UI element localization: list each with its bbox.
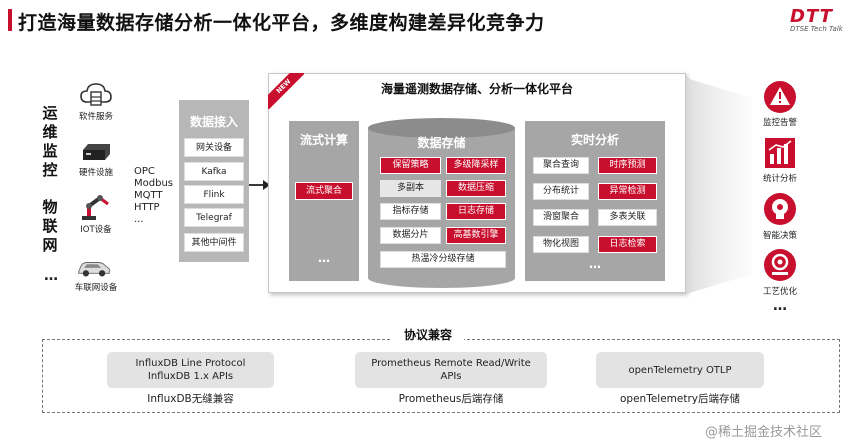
compat-title: 协议兼容 xyxy=(392,326,465,343)
stream-title: 流式计算 xyxy=(299,133,348,147)
vertical-label-ops: 运维监控 xyxy=(40,104,60,180)
cloud-server-icon xyxy=(80,83,112,106)
title-accent-bar xyxy=(8,9,12,31)
analysis-sliding-window: 滑窗聚合 xyxy=(533,209,589,226)
platform-title: 海量遥测数据存储、分析一体化平台 xyxy=(380,82,573,96)
analysis-materialized-view: 物化视图 xyxy=(533,236,589,253)
brain-decision-icon xyxy=(764,193,796,225)
connected-car-icon xyxy=(78,262,110,277)
access-to-platform-arrow xyxy=(249,180,270,190)
page-title: 打造海量数据存储分析一体化平台，多维度构建差异化竞争力 xyxy=(18,12,545,34)
source-label-software: 软件服务 xyxy=(78,112,113,122)
protocol-list: OPC Modbus MQTT HTTP ... xyxy=(134,166,173,226)
access-item-middleware: 其他中间件 xyxy=(184,233,244,252)
protocol-mqtt: MQTT xyxy=(134,190,163,201)
statistics-chart-icon xyxy=(765,138,795,168)
analysis-forecast: 时序预测 xyxy=(598,157,657,174)
compat-prometheus-line1: Prometheus Remote Read/Write xyxy=(371,358,531,369)
compat-box-influxdb: InfluxDB Line Protocol InfluxDB 1.x APIs xyxy=(107,352,274,388)
analysis-agg-query: 聚合查询 xyxy=(533,157,589,174)
vertical-label-iot-text: 物联网 xyxy=(42,198,58,254)
compat-prometheus-line2: APIs xyxy=(440,371,462,382)
watermark: @稀土掘金技术社区 xyxy=(705,425,823,440)
storage-compression: 数据压缩 xyxy=(446,180,506,197)
source-label-hardware: 硬件设施 xyxy=(78,168,113,178)
hardware-device-icon xyxy=(83,144,110,160)
stream-panel: 流式计算 流式聚合 … xyxy=(289,121,359,281)
protocol-more: ... xyxy=(134,214,144,225)
access-item-gateway: 网关设备 xyxy=(184,138,244,157)
source-label-iot: IOT设备 xyxy=(80,225,112,235)
storage-log: 日志存储 xyxy=(446,203,506,220)
process-optimization-icon xyxy=(764,249,796,281)
analysis-title: 实时分析 xyxy=(570,133,619,147)
storage-title: 数据存储 xyxy=(417,136,466,150)
right-label-statistics: 统计分析 xyxy=(762,174,797,184)
analysis-anomaly: 异常检测 xyxy=(598,183,657,200)
compat-box-opentelemetry: openTelemetry OTLP xyxy=(596,352,764,388)
storage-metric: 指标存储 xyxy=(380,203,441,220)
right-label-decision: 智能决策 xyxy=(762,231,797,241)
right-label-optimization: 工艺优化 xyxy=(762,287,797,297)
storage-downsampling: 多级降采样 xyxy=(446,157,506,174)
logo-sub-text: DTSE Tech Talk xyxy=(790,25,843,33)
vertical-label-iot: 物联网 xyxy=(40,198,60,255)
access-item-telegraf: Telegraf xyxy=(184,208,244,227)
right-label-alert: 监控告警 xyxy=(762,118,797,128)
analysis-join: 多表关联 xyxy=(598,209,657,226)
analysis-dots: … xyxy=(589,257,601,271)
robot-arm-icon xyxy=(82,195,109,220)
storage-sharding: 数据分片 xyxy=(380,227,441,244)
output-beam xyxy=(686,78,752,294)
storage-tiered: 热温冷分级存储 xyxy=(380,251,506,268)
protocol-modbus: Modbus xyxy=(134,178,173,189)
storage-retention: 保留策略 xyxy=(380,157,441,174)
source-label-vehicle: 车联网设备 xyxy=(74,283,118,293)
compat-caption-opentelemetry: openTelemetry后端存储 xyxy=(619,393,740,405)
analysis-log-search: 日志检索 xyxy=(598,236,657,253)
data-access-title: 数据接入 xyxy=(189,115,238,129)
compat-opentelemetry-line1: openTelemetry OTLP xyxy=(628,364,732,376)
analysis-distribution: 分布统计 xyxy=(533,183,589,200)
compat-influxdb-line2: InfluxDB 1.x APIs xyxy=(147,371,234,382)
company-logo: DTT DTSE Tech Talk xyxy=(790,6,856,36)
stream-dots: … xyxy=(318,251,330,265)
protocol-opc: OPC xyxy=(134,166,155,177)
left-ellipsis: … xyxy=(44,268,58,284)
analysis-panel: 实时分析 聚合查询 分布统计 滑窗聚合 物化视图 时序预测 异常检测 多表关联 … xyxy=(525,121,665,281)
logo-main-text: DTT xyxy=(790,6,833,27)
storage-high-cardinality: 高基数引擎 xyxy=(446,227,506,244)
compat-influxdb-line1: InfluxDB Line Protocol xyxy=(135,358,246,369)
protocol-http: HTTP xyxy=(134,202,160,213)
vertical-label-ops-text: 运维监控 xyxy=(42,104,58,179)
access-item-flink: Flink xyxy=(184,185,244,204)
right-dots: … xyxy=(773,298,787,314)
stream-item-aggregate: 流式聚合 xyxy=(295,182,353,200)
access-item-kafka: Kafka xyxy=(184,162,244,181)
compat-box-prometheus: Prometheus Remote Read/Write APIs xyxy=(355,352,547,388)
data-access-panel: 数据接入 网关设备 Kafka Flink Telegraf 其他中间件 xyxy=(179,100,249,262)
compat-caption-influxdb: InfluxDB无缝兼容 xyxy=(147,393,234,405)
storage-replica: 多副本 xyxy=(380,180,441,197)
compat-caption-prometheus: Prometheus后端存储 xyxy=(398,393,504,405)
alert-icon xyxy=(764,81,796,113)
